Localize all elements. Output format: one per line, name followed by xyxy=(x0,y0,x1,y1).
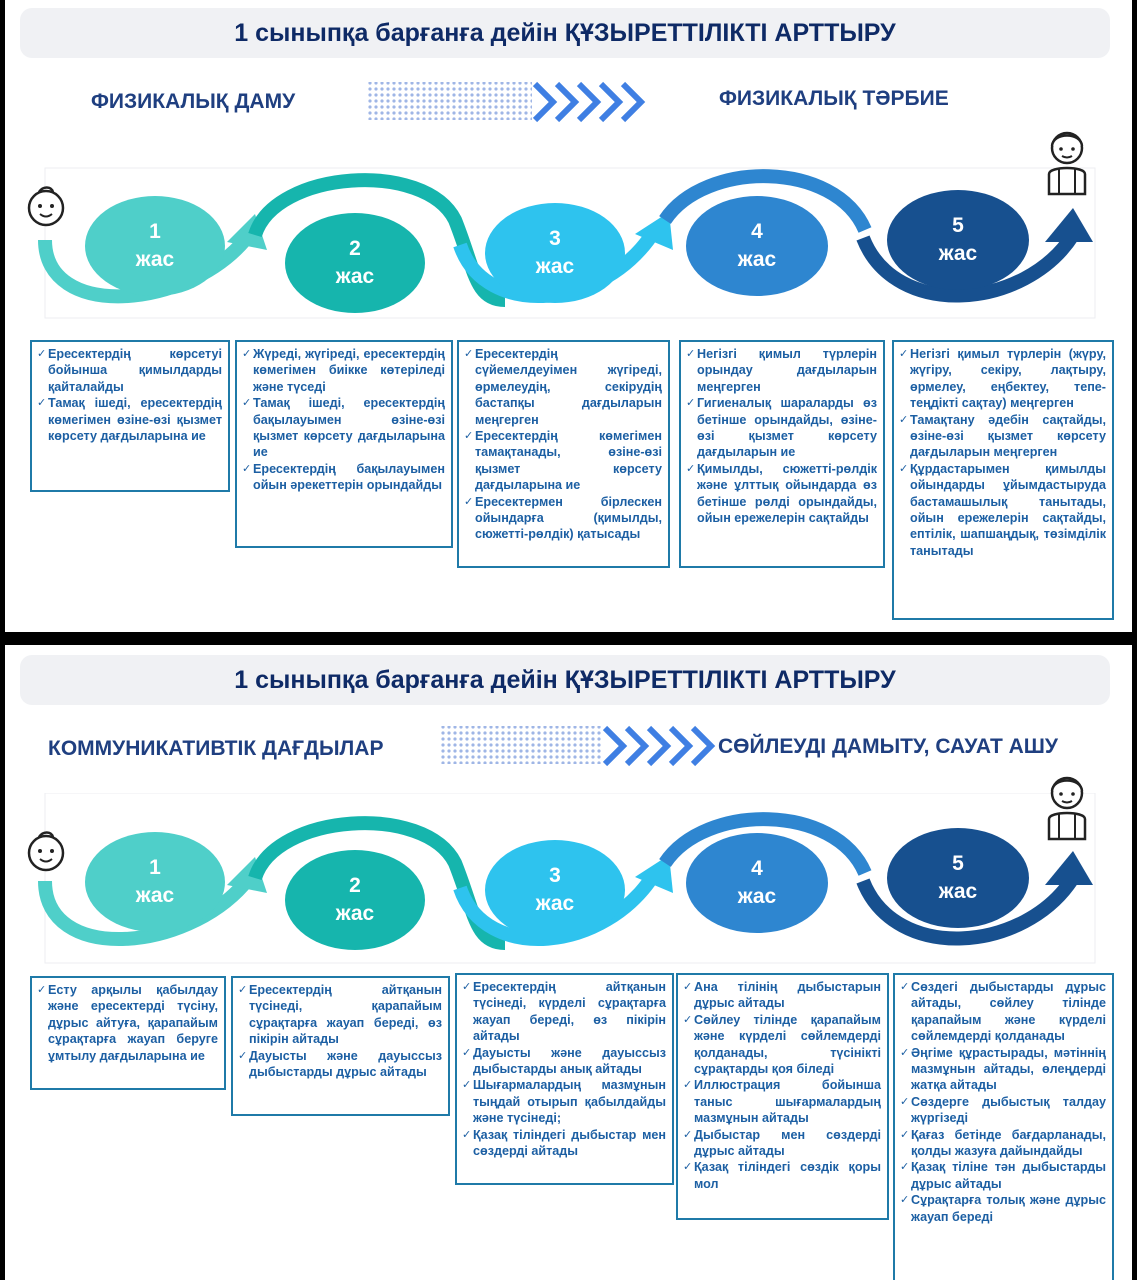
age-word: жас xyxy=(335,902,375,925)
skill-item: Сөздегі дыбыстарды дұрыс айтады, сөйлеу … xyxy=(900,979,1106,1045)
age-number: 5 xyxy=(952,213,964,237)
skills-box-age-4: Негізгі қимыл түрлерін орындау дағдылары… xyxy=(679,340,885,568)
skill-item: Ересектердің сүйемелдеуімен жүгіреді, өр… xyxy=(464,346,662,428)
age-5-circle: 5 жас xyxy=(887,828,1029,928)
age-word: жас xyxy=(135,248,175,271)
skill-item: Дауысты және дауыссыз дыбыстарды анық ай… xyxy=(462,1045,666,1078)
skills-box-age-1: Ересектердің көрсетуі бойынша қимылдарды… xyxy=(30,340,230,492)
age-3-circle: 3 жас xyxy=(485,203,625,303)
skill-item: Ересектердің көмегімен тамақтанады, өзін… xyxy=(464,428,662,494)
left-label: КОММУНИКАТИВТІК ДАҒДЫЛАР xyxy=(48,737,384,760)
skill-item: Ересектердің айтқанын түсінеді, қарапайы… xyxy=(238,982,442,1048)
skill-item: Ересектердің бақылауымен ойын әрекеттері… xyxy=(242,461,445,494)
age-number: 1 xyxy=(149,855,161,879)
age-number: 2 xyxy=(349,236,361,260)
skill-item: Тамақ ішеді, ересектердің көмегімен өзін… xyxy=(37,395,222,444)
skill-item: Құрдастарымен қимылды ойындарды ұйымдаст… xyxy=(899,461,1106,559)
skill-item: Негізгі қимыл түрлерін орындау дағдылары… xyxy=(686,346,877,395)
skill-item: Ересектердің айтқанын түсінеді, күрделі … xyxy=(462,979,666,1045)
skill-item: Қазақ тіліндегі сөздік қоры мол xyxy=(683,1159,881,1192)
age-number: 4 xyxy=(751,856,763,880)
skills-box-age-3: Ересектердің айтқанын түсінеді, күрделі … xyxy=(455,973,674,1185)
age-flow-diagram xyxy=(38,793,1096,964)
age-number: 1 xyxy=(149,219,161,243)
baby-face-icon xyxy=(27,186,65,227)
skill-item: Қазақ тіліне тән дыбыстарды дұрыс айтады xyxy=(900,1159,1106,1192)
skill-item: Иллюстрация бойынша таныс шығармалардың … xyxy=(683,1077,881,1126)
skill-item: Ана тілінің дыбыстарын дұрыс айтады xyxy=(683,979,881,1012)
skills-box-age-1: Есту арқылы қабылдау және ересектерді тү… xyxy=(30,976,226,1090)
age-number: 3 xyxy=(549,863,561,887)
age-word: жас xyxy=(938,880,978,903)
skills-box-age-4: Ана тілінің дыбыстарын дұрыс айтады Сөйл… xyxy=(676,973,889,1220)
child-icon xyxy=(1047,131,1087,196)
age-4-circle: 4 жас xyxy=(686,196,828,296)
age-number: 3 xyxy=(549,226,561,250)
skill-item: Қимылды, сюжетті-рөлдік және ұлттық ойын… xyxy=(686,461,877,527)
skill-item: Дыбыстар мен сөздерді дұрыс айтады xyxy=(683,1127,881,1160)
age-word: жас xyxy=(535,255,575,278)
chevron-arrow-icon xyxy=(367,81,646,123)
age-number: 5 xyxy=(952,851,964,875)
age-word: жас xyxy=(135,884,175,907)
skills-box-age-3: Ересектердің сүйемелдеуімен жүгіреді, өр… xyxy=(457,340,670,568)
skill-item: Тамақ ішеді, ересектердің бақылауымен өз… xyxy=(242,395,445,461)
age-1-circle: 1 жас xyxy=(85,196,225,296)
age-2-circle: 2 жас xyxy=(285,850,425,950)
skill-item: Ересектермен бірлескен ойындарға (қимылд… xyxy=(464,494,662,543)
right-label: СӨЙЛЕУДІ ДАМЫТУ, САУАТ АШУ xyxy=(718,735,1058,758)
age-word: жас xyxy=(737,885,777,908)
skill-item: Гигиеналық шараларды өз бетінше орындайд… xyxy=(686,395,877,461)
age-number: 4 xyxy=(751,219,763,243)
skill-item: Негізгі қимыл түрлерін (жүру, жүгіру, се… xyxy=(899,346,1106,412)
skill-item: Ересектердің көрсетуі бойынша қимылдарды… xyxy=(37,346,222,395)
skills-box-age-2: Жүреді, жүгіреді, ересектердің көмегімен… xyxy=(235,340,453,548)
age-number: 2 xyxy=(349,873,361,897)
baby-face-icon xyxy=(27,831,65,872)
age-5-circle: 5 жас xyxy=(887,190,1029,290)
skill-item: Сөздерге дыбыстық талдау жүргізеді xyxy=(900,1094,1106,1127)
age-2-circle: 2 жас xyxy=(285,213,425,313)
skills-box-age-5: Сөздегі дыбыстарды дұрыс айтады, сөйлеу … xyxy=(893,973,1114,1280)
age-word: жас xyxy=(938,242,978,265)
skill-item: Сұрақтарға толық және дұрыс жауап береді xyxy=(900,1192,1106,1225)
age-word: жас xyxy=(737,248,777,271)
skill-item: Есту арқылы қабылдау және ересектерді тү… xyxy=(37,982,218,1064)
skill-item: Қағаз бетінде бағдарланады, қолды жазуға… xyxy=(900,1127,1106,1160)
age-4-circle: 4 жас xyxy=(686,833,828,933)
child-icon xyxy=(1047,776,1087,841)
age-word: жас xyxy=(535,892,575,915)
skill-item: Тамақтану әдебін сақтайды, өзіне-өзі қыз… xyxy=(899,412,1106,461)
panel-physical: 1 сыныпқа барғанға дейін ҚҰЗЫРЕТТІЛІКТІ … xyxy=(5,0,1132,632)
panel-communication: 1 сыныпқа барғанға дейін ҚҰЗЫРЕТТІЛІКТІ … xyxy=(5,645,1132,1280)
skill-item: Қазақ тіліндегі дыбыстар мен сөздерді ай… xyxy=(462,1127,666,1160)
left-label: ФИЗИКАЛЫҚ ДАМУ xyxy=(91,90,296,113)
skill-item: Дауысты және дауыссыз дыбыстарды дұрыс а… xyxy=(238,1048,442,1081)
skill-item: Шығармалардың мазмұнын тыңдай отырып қаб… xyxy=(462,1077,666,1126)
skill-item: Сөйлеу тілінде қарапайым және күрделі сө… xyxy=(683,1012,881,1078)
chevron-arrow-icon xyxy=(440,725,716,767)
skill-item: Әңгіме құрастырады, мәтіннің мазмұнын ай… xyxy=(900,1045,1106,1094)
skills-box-age-2: Ересектердің айтқанын түсінеді, қарапайы… xyxy=(231,976,450,1116)
panel-title: 1 сыныпқа барғанға дейін ҚҰЗЫРЕТТІЛІКТІ … xyxy=(20,655,1110,705)
right-label: ФИЗИКАЛЫҚ ТӘРБИЕ xyxy=(719,87,949,110)
skill-item: Жүреді, жүгіреді, ересектердің көмегімен… xyxy=(242,346,445,395)
age-3-circle: 3 жас xyxy=(485,840,625,940)
skills-box-age-5: Негізгі қимыл түрлерін (жүру, жүгіру, се… xyxy=(892,340,1114,620)
panel-title: 1 сыныпқа барғанға дейін ҚҰЗЫРЕТТІЛІКТІ … xyxy=(20,8,1110,58)
age-1-circle: 1 жас xyxy=(85,832,225,932)
age-word: жас xyxy=(335,265,375,288)
